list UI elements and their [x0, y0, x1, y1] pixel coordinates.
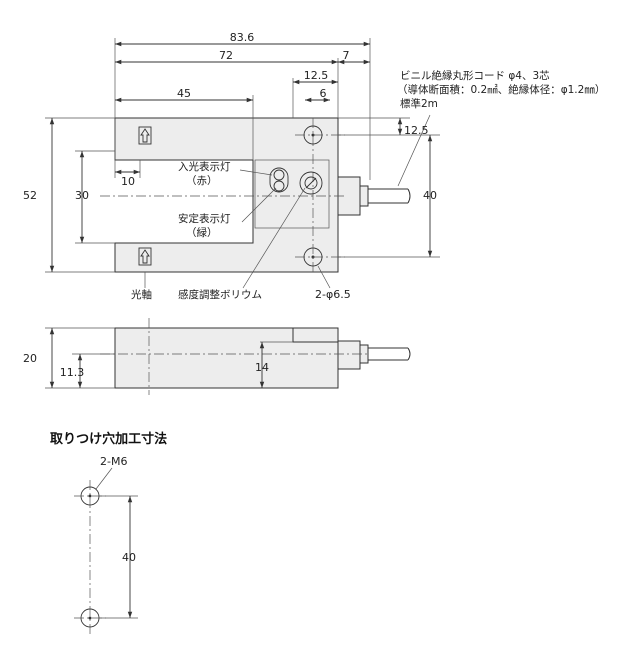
sensitivity-pot-icon: [299, 171, 323, 195]
cable-spec-line2: （導体断面積：0.2㎟、絶縁体径：φ1.2㎜）: [397, 83, 605, 96]
mounting-holes-view: [74, 467, 138, 635]
dim-mount-holes: 2-φ6.5: [315, 288, 351, 301]
dim-total-length: 83.6: [230, 31, 255, 44]
dim-cable-offset: 7: [343, 49, 350, 62]
dim-slot-width: 30: [75, 189, 89, 202]
label-optical-axis: 光軸: [131, 288, 152, 301]
indicator-leds-icon: [269, 167, 289, 193]
label-stable-indicator-color: （緑）: [186, 226, 218, 239]
sensor-body-outline: [114, 117, 339, 273]
label-light-indicator-color: （赤）: [186, 175, 218, 187]
mounting-holes-title: 取りつけ穴加工寸法: [50, 431, 167, 447]
dim-thickness: 20: [23, 352, 37, 365]
dim-indicator-offset: 10: [121, 175, 135, 188]
side-connector: [337, 340, 361, 370]
dim-mount-offset: 12.5: [304, 69, 329, 82]
cable-spec-line3: 標準2m: [400, 97, 438, 110]
optical-axis-upper-icon: [138, 126, 152, 145]
label-sensitivity-pot: 感度調整ボリウム: [178, 288, 262, 301]
dim-axis-height: 11.3: [60, 366, 85, 379]
dim-mount-width: 6: [320, 87, 327, 100]
label-stable-indicator: 安定表示灯: [178, 212, 231, 225]
dim-hole-pitch: 40: [122, 551, 136, 564]
dim-mount-pitch: 40: [423, 189, 437, 202]
dim-height-52: 52: [23, 189, 37, 202]
indicator-panel: [254, 159, 330, 229]
optical-axis-lower-icon: [138, 247, 152, 266]
dim-length-72: 72: [219, 49, 233, 62]
cable-spec-line1: ビニル絶縁丸形コード φ4、3芯: [400, 69, 550, 82]
dim-slot-depth: 45: [177, 87, 191, 100]
top-view: [45, 38, 440, 289]
label-light-indicator: 入光表示灯: [178, 160, 231, 173]
label-tap-holes: 2-M6: [100, 455, 127, 468]
side-view: [45, 318, 411, 395]
dim-side-14: 14: [255, 361, 269, 374]
dim-mount-top: 12.5: [404, 124, 429, 137]
